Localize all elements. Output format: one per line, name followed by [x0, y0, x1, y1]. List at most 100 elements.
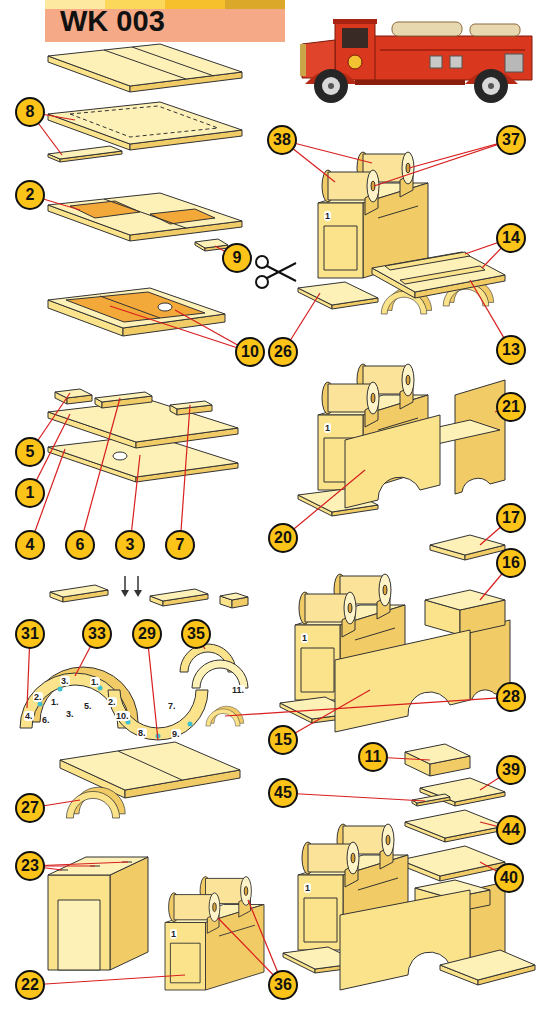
plate-2: [48, 193, 242, 241]
roof-plate: [48, 44, 242, 92]
leader-lines-part: [225, 697, 511, 716]
callout-number: 8: [15, 97, 45, 127]
callout-number: 37: [496, 125, 526, 155]
wheel-arch-35: [180, 644, 248, 688]
callout-text: 35: [187, 626, 205, 642]
callout-text: 10: [241, 344, 259, 360]
fire-truck-photo-part: [328, 83, 334, 89]
wheel-arch-29: [108, 690, 208, 740]
plate-8-part: [70, 106, 218, 137]
wheel-arch-29-part: [108, 690, 208, 740]
fire-truck-photo: [300, 19, 532, 103]
box-23-part: [58, 900, 100, 970]
part-number: 1: [324, 423, 331, 433]
base-bars: [55, 389, 212, 415]
callout-text: 26: [274, 344, 292, 360]
callout-text: 23: [21, 858, 39, 874]
wheel-arch-29-part: [188, 722, 193, 727]
assembly-hint-part: [134, 590, 142, 597]
frame-10-part: [100, 296, 160, 318]
box-23: [48, 857, 148, 970]
callout-text: 20: [274, 530, 292, 546]
callout-number: 20: [268, 523, 298, 553]
callout-number: 22: [15, 970, 45, 1000]
assembly-stage-2: [298, 364, 505, 516]
leader-lines-part: [110, 306, 250, 352]
callout-text: 45: [274, 785, 292, 801]
callout-number: 27: [15, 793, 45, 823]
assembly-stage-4-part: [440, 950, 535, 980]
callout-number: 26: [268, 337, 298, 367]
assembly-stage-3: [280, 535, 510, 732]
fire-truck-photo-part: [300, 44, 306, 76]
loose-parts-part: [412, 794, 450, 803]
loose-parts: [400, 744, 505, 881]
callout-number: 44: [496, 815, 526, 845]
plate-2-part: [70, 201, 140, 218]
callout-number: 3: [115, 530, 145, 560]
assembly-stage-1-part: [385, 252, 470, 270]
callout-number: 28: [496, 682, 526, 712]
assembly-hint-part: [220, 593, 248, 600]
fire-truck-photo-part: [474, 69, 508, 103]
frame-10-part: [158, 303, 172, 311]
callout-text: 27: [21, 800, 39, 816]
part-number: 1.: [90, 677, 100, 687]
wheel-arch-31-33-part: [58, 687, 63, 692]
part-number: 10.: [115, 711, 130, 721]
callout-text: 31: [21, 626, 39, 642]
callout-text: 28: [502, 689, 520, 705]
base-bars-part: [95, 392, 152, 402]
callout-text: 33: [88, 626, 106, 642]
callout-text: 8: [26, 104, 35, 120]
fire-truck-photo-part: [450, 56, 462, 68]
leader-lines-part: [30, 975, 185, 985]
callout-number: 9: [222, 243, 252, 273]
scissors-icon-part: [256, 276, 268, 288]
piece-9-part: [195, 239, 228, 248]
callout-text: 17: [502, 510, 520, 526]
fire-truck-photo-part: [322, 77, 340, 95]
box-23-part: [110, 857, 148, 970]
callout-number: 36: [268, 970, 298, 1000]
callout-text: 13: [502, 342, 520, 358]
part-number: 1: [301, 633, 308, 643]
cab-22: [165, 877, 264, 990]
part-number: 6.: [41, 715, 51, 725]
callout-text: 40: [500, 870, 518, 886]
callout-text: 9: [233, 250, 242, 266]
fire-truck-photo-part: [372, 36, 532, 80]
callout-number: 16: [496, 548, 526, 578]
callout-number: 2: [15, 180, 45, 210]
header-band: [45, 0, 285, 42]
callout-text: 16: [502, 555, 520, 571]
fire-truck-photo-part: [430, 56, 442, 68]
callout-number: 35: [181, 619, 211, 649]
scissors-icon-part: [256, 256, 268, 268]
callout-number: 29: [132, 619, 162, 649]
fire-truck-photo-part: [333, 19, 377, 24]
callout-number: 23: [15, 851, 45, 881]
fender-27: [66, 787, 125, 818]
leader-lines-part: [80, 398, 120, 545]
callout-number: 14: [496, 223, 526, 253]
scissors-icon-part: [267, 266, 296, 281]
callout-text: 44: [502, 822, 520, 838]
fire-truck-photo-part: [380, 49, 525, 51]
roof-plate-part: [132, 47, 214, 76]
plate-28-part: [118, 751, 182, 780]
plate-2-part: [104, 199, 186, 228]
fire-truck-photo-part: [482, 77, 500, 95]
fire-truck-photo-part: [314, 69, 348, 103]
assembly-hint-part: [124, 576, 126, 592]
assembly-hint-part: [137, 576, 139, 592]
assembly-hint-part: [121, 590, 129, 597]
callout-text: 3: [126, 537, 135, 553]
callout-text: 37: [502, 132, 520, 148]
part-number: 1: [304, 883, 311, 893]
callout-text: 38: [273, 132, 291, 148]
fire-truck-photo-part: [505, 54, 523, 72]
callout-number: 5: [15, 437, 45, 467]
